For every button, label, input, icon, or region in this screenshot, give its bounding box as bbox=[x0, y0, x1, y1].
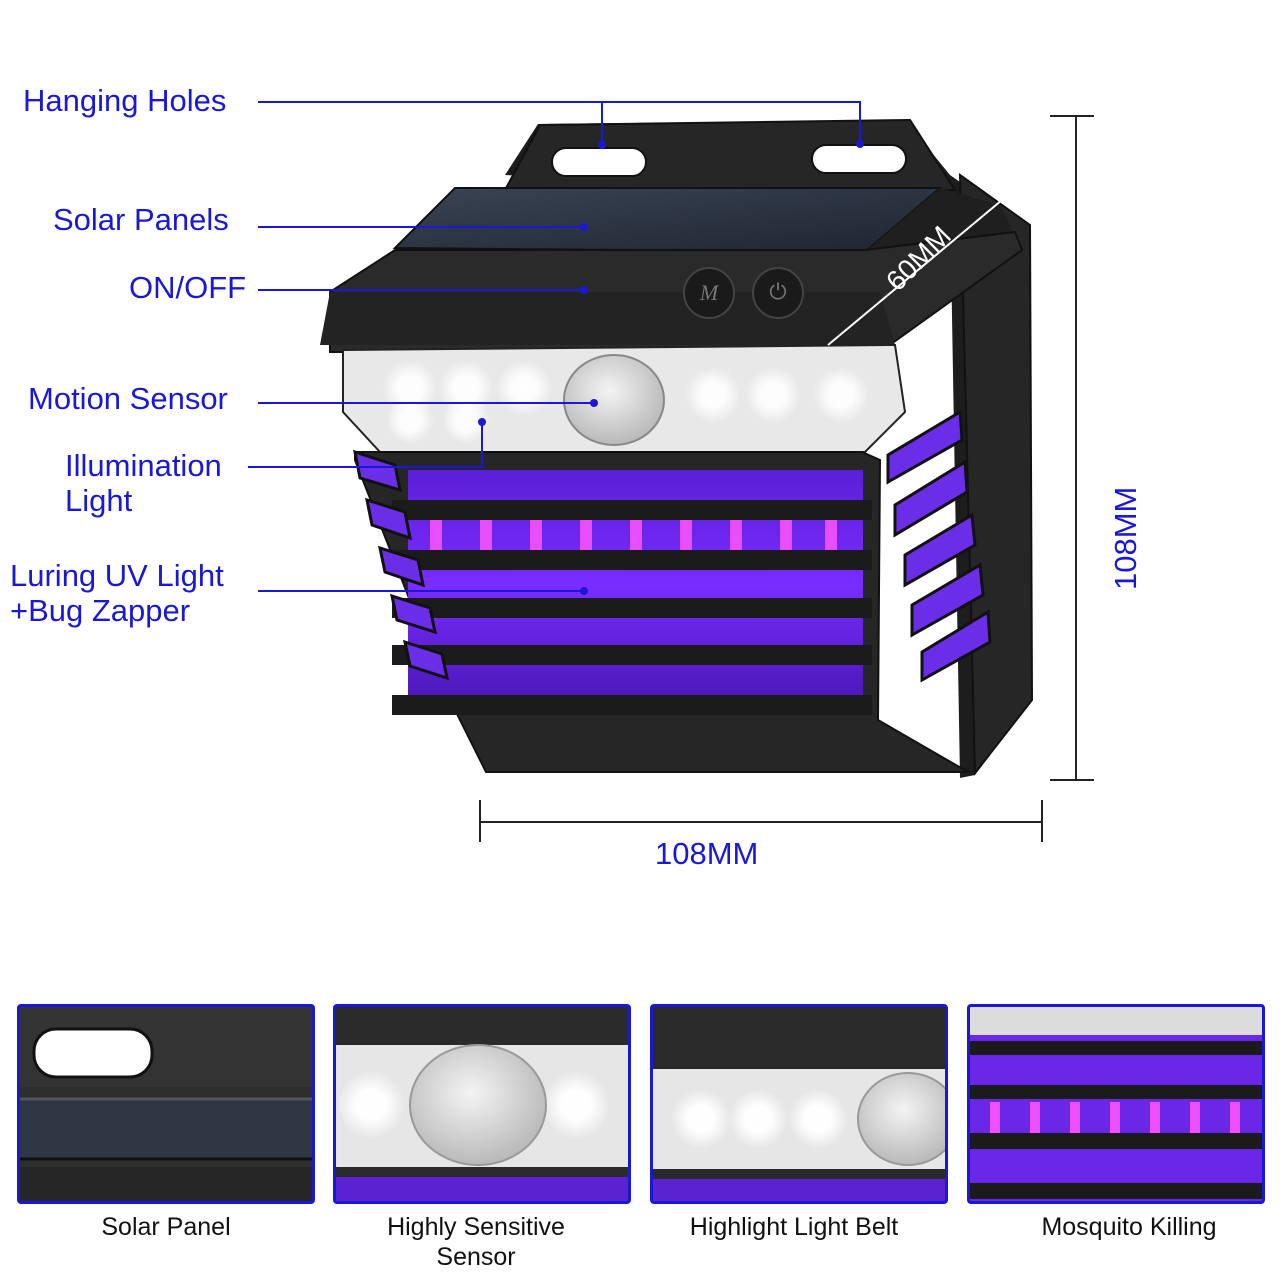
dimension-height: 108MM bbox=[1108, 486, 1143, 590]
grill-bars bbox=[392, 500, 872, 715]
dimension-width: 108MM bbox=[655, 836, 759, 871]
solar-panel bbox=[392, 187, 943, 254]
callout-hanging-holes: Hanging Holes bbox=[23, 83, 227, 118]
dimension-lines bbox=[479, 115, 1094, 842]
callout-lines bbox=[248, 101, 861, 592]
power-button: ⏻ bbox=[769, 280, 787, 305]
hanging-hole-right bbox=[811, 144, 907, 174]
thumbnail-mosquito-killing bbox=[967, 1004, 1265, 1204]
caption-mosquito-killing: Mosquito Killing bbox=[1041, 1213, 1217, 1241]
callout-illumination-light: Illumination Light bbox=[65, 448, 222, 518]
motion-sensor-dome bbox=[563, 354, 665, 446]
mode-button-shape bbox=[683, 267, 735, 319]
callout-uv-light: Luring UV Light +Bug Zapper bbox=[10, 558, 224, 628]
left-fins bbox=[353, 449, 449, 681]
caption-sensor: Highly Sensitive Sensor bbox=[387, 1213, 565, 1271]
hanging-hole-left bbox=[551, 147, 647, 177]
mode-button: M bbox=[699, 280, 719, 305]
callout-motion-sensor: Motion Sensor bbox=[28, 381, 228, 416]
thumbnail-sensor bbox=[333, 1004, 631, 1204]
power-button-shape bbox=[752, 267, 804, 319]
caption-solar-panel: Solar Panel bbox=[101, 1213, 231, 1241]
thumbnail-solar-panel bbox=[17, 1004, 315, 1204]
caption-light-belt: Highlight Light Belt bbox=[689, 1213, 899, 1241]
callout-solar-panels: Solar Panels bbox=[53, 202, 229, 237]
side-vents bbox=[886, 409, 992, 683]
callout-on-off: ON/OFF bbox=[129, 270, 247, 305]
thumbnail-light-belt bbox=[650, 1004, 948, 1204]
